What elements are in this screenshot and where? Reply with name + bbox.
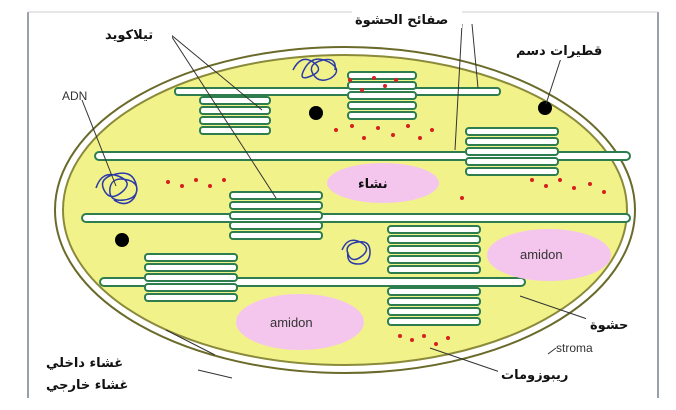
ribosome-dot <box>544 184 548 188</box>
label-ribosomes: ريبوزومات <box>501 368 568 383</box>
ribosome-dot <box>558 178 562 182</box>
ribosome-dot <box>394 78 398 82</box>
thylakoid-disc <box>348 102 416 109</box>
stroma-lamella <box>175 88 500 95</box>
lipid-droplet <box>309 106 323 120</box>
thylakoid-disc <box>200 127 270 134</box>
ribosome-dot <box>406 124 410 128</box>
ribosome-dot <box>391 133 395 137</box>
ribosome-dot <box>602 190 606 194</box>
thylakoid-disc <box>466 128 558 135</box>
ribosome-dot <box>434 342 438 346</box>
thylakoid-disc <box>200 97 270 104</box>
label-dna: ADN <box>62 89 87 103</box>
label-stroma-fr: stroma <box>556 341 593 355</box>
thylakoid-disc <box>466 138 558 145</box>
ribosome-dot <box>446 336 450 340</box>
label-inner-membrane: غشاء داخلي <box>46 356 123 371</box>
label-starch: نشاء <box>358 177 388 192</box>
label-outer-membrane: غشاء خارجي <box>46 378 128 393</box>
thylakoid-disc <box>388 226 480 233</box>
thylakoid-disc <box>145 274 237 281</box>
ribosome-dot <box>418 136 422 140</box>
label-amidon-right: amidon <box>520 247 563 262</box>
ribosome-dot <box>383 84 387 88</box>
thylakoid-disc <box>230 212 322 219</box>
label-thylakoid: تيلاكويد <box>105 28 153 43</box>
label-stroma-lamellae: صفائح الحشوة <box>355 13 448 28</box>
thylakoid-disc <box>230 232 322 239</box>
thylakoid-disc <box>388 318 480 325</box>
thylakoid-disc <box>388 288 480 295</box>
thylakoid-disc <box>388 246 480 253</box>
ribosome-dot <box>180 184 184 188</box>
ribosome-dot <box>430 128 434 132</box>
thylakoid-disc <box>466 168 558 175</box>
thylakoid-disc <box>200 117 270 124</box>
stroma-lamella <box>82 214 630 222</box>
ribosome-dot <box>348 78 352 82</box>
ribosome-dot <box>222 178 226 182</box>
ribosome-dot <box>360 88 364 92</box>
thylakoid-disc <box>466 158 558 165</box>
thylakoid-disc <box>145 284 237 291</box>
thylakoid-disc <box>230 202 322 209</box>
thylakoid-disc <box>145 264 237 271</box>
thylakoid-disc <box>388 256 480 263</box>
label-amidon-bottom: amidon <box>270 315 313 330</box>
thylakoid-disc <box>348 92 416 99</box>
ribosome-dot <box>530 178 534 182</box>
ribosome-dot <box>572 186 576 190</box>
ribosome-dot <box>208 184 212 188</box>
thylakoid-disc <box>348 82 416 89</box>
lipid-droplet <box>115 233 129 247</box>
ribosome-dot <box>350 124 354 128</box>
label-lipid-droplets: قطيرات دسم <box>516 44 602 59</box>
thylakoid-disc <box>388 298 480 305</box>
thylakoid-disc <box>230 222 322 229</box>
thylakoid-disc <box>388 308 480 315</box>
lipid-droplet <box>538 101 552 115</box>
thylakoid-disc <box>388 266 480 273</box>
ribosome-dot <box>398 334 402 338</box>
ribosome-dot <box>194 178 198 182</box>
thylakoid-disc <box>145 254 237 261</box>
ribosome-dot <box>334 128 338 132</box>
label-stroma-ar: حشوة <box>590 318 628 333</box>
thylakoid-disc <box>145 294 237 301</box>
thylakoid-disc <box>348 112 416 119</box>
ribosome-dot <box>362 136 366 140</box>
ribosome-dot <box>372 76 376 80</box>
ribosome-dot <box>460 196 464 200</box>
ribosome-dot <box>588 182 592 186</box>
ribosome-dot <box>410 338 414 342</box>
ribosome-dot <box>422 334 426 338</box>
thylakoid-disc <box>466 148 558 155</box>
thylakoid-disc <box>348 72 416 79</box>
ribosome-dot <box>376 126 380 130</box>
thylakoid-disc <box>388 236 480 243</box>
ribosome-dot <box>166 180 170 184</box>
